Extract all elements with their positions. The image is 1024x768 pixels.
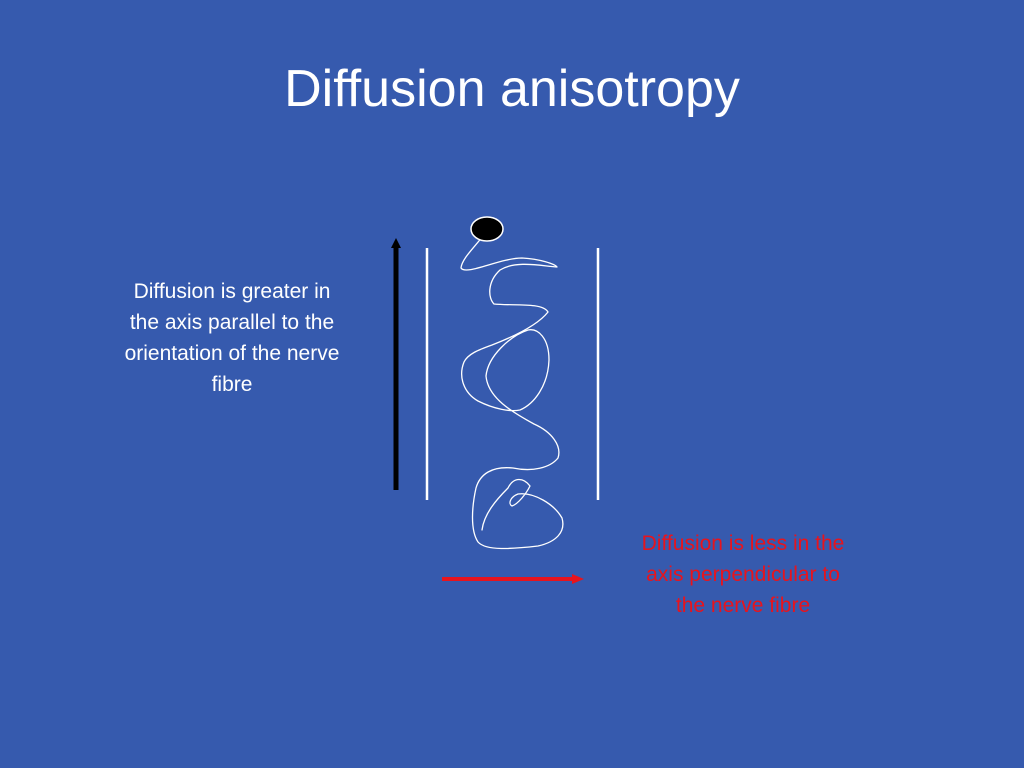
random-walk-path	[460, 231, 564, 550]
perpendicular-diffusion-caption: Diffusion is less in the axis perpendicu…	[641, 532, 845, 617]
water-molecule	[470, 216, 504, 242]
parallel-diffusion-caption: Diffusion is greater in the axis paralle…	[124, 280, 340, 396]
slide-title: Diffusion anisotropy	[284, 60, 740, 118]
